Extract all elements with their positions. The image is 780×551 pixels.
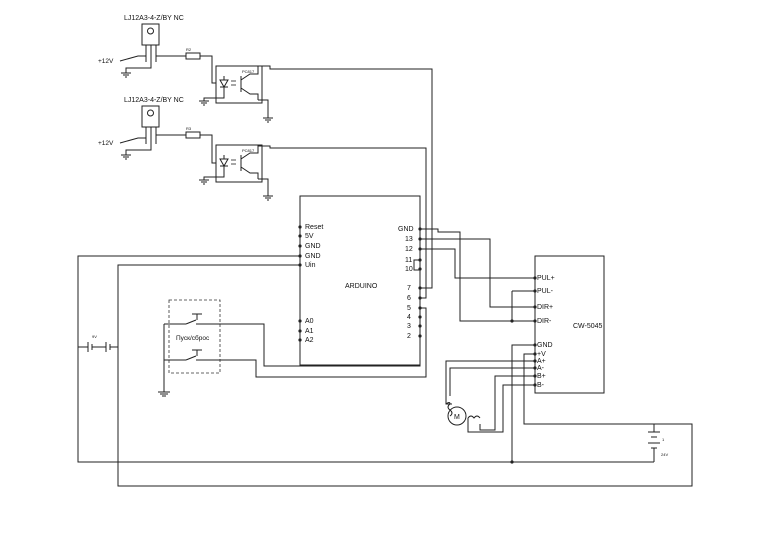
- arduino-pin-a0: A0: [305, 318, 314, 325]
- arduino-pin-reset: Reset: [305, 224, 323, 231]
- resistor-r3-label: R3: [186, 126, 192, 131]
- sensor-1-supply-label: +12V: [98, 58, 114, 65]
- start-reset-button: Пуск/сброс: [164, 299, 226, 374]
- arduino-pin-3: 3: [407, 323, 411, 330]
- resistor-r2-label: R2: [186, 47, 192, 52]
- arduino-pin-gnd-1: GND: [305, 243, 321, 250]
- driver-pin-b-minus: B-: [537, 382, 545, 389]
- optocoupler-1: PC817: [199, 65, 273, 123]
- optocoupler-1-label: PC817: [242, 69, 255, 74]
- arduino-pin-a2: A2: [305, 337, 314, 344]
- resistor-r3: [185, 131, 201, 139]
- driver-pin-dir-minus: DIR-: [537, 318, 552, 325]
- driver-pin-b-plus: B+: [537, 373, 546, 380]
- arduino-pin-2: 2: [407, 333, 411, 340]
- sensor-2-hole: [147, 109, 154, 117]
- arduino-pin-4: 4: [407, 314, 411, 321]
- arduino-pin-6: 6: [407, 295, 411, 302]
- svg-text:1: 1: [662, 437, 665, 442]
- arduino-pin-uin: Uin: [305, 262, 316, 269]
- driver-pin-dir-plus: DIR+: [537, 304, 553, 311]
- arduino-pin-5: 5: [407, 305, 411, 312]
- stepper-driver: CW-5045 PUL+ PUL- DIR+ DIR- GND +V A+ A-…: [533, 255, 605, 394]
- arduino-pin-11: 11: [405, 257, 412, 264]
- battery-9v: 9V: [78, 334, 118, 352]
- motor-coil-a-icon: [445, 402, 453, 417]
- optocoupler-2: PC817: [199, 144, 273, 201]
- driver-title: CW-5045: [573, 323, 603, 330]
- arduino-pin-a1: A1: [305, 328, 314, 335]
- arduino-pin-13: 13: [405, 236, 413, 243]
- arduino-pin-gnd-r: GND: [398, 226, 414, 233]
- driver-pin-pul-minus: PUL-: [537, 288, 554, 295]
- battery-24v: 1 24V: [648, 431, 668, 462]
- battery-24v-label: 24V: [661, 452, 668, 457]
- sensor-1-label: LJ12A3-4-Z/BY NC: [124, 15, 184, 22]
- optocoupler-2-label: PC817: [242, 148, 255, 153]
- sensor-1-hole: [147, 27, 154, 35]
- driver-pin-gnd: GND: [537, 342, 553, 349]
- sensor-2-supply-label: +12V: [98, 140, 114, 147]
- driver-pin-pul-plus: PUL+: [537, 275, 555, 282]
- resistor-r2: [185, 52, 201, 60]
- arduino-pin-gnd-2: GND: [305, 253, 321, 260]
- sensor-2: LJ12A3-4-Z/BY NC +12V R3: [98, 97, 216, 164]
- arduino-board: ARDUINO Reset 5V GND GND Uin A0 A1 A2 GN…: [298, 195, 422, 366]
- arduino-pin-5v: 5V: [305, 233, 314, 240]
- arduino-title: ARDUINO: [345, 283, 378, 290]
- motor-icon: [447, 406, 467, 426]
- driver-pin-v-plus: +V: [537, 351, 546, 358]
- arduino-pin-12: 12: [405, 246, 413, 253]
- stepper-motor: M: [445, 402, 481, 426]
- driver-pin-a-plus: A+: [537, 358, 546, 365]
- arduino-pin-10: 10: [405, 266, 413, 273]
- sensor-2-label: LJ12A3-4-Z/BY NC: [124, 97, 184, 104]
- button-label: Пуск/сброс: [176, 334, 210, 342]
- sensor-1: LJ12A3-4-Z/BY NC +12V R2: [98, 15, 216, 84]
- arduino-pin-7: 7: [407, 285, 411, 292]
- driver-pin-a-minus: A-: [537, 365, 545, 372]
- motor-label: M: [454, 414, 460, 421]
- motor-coil-b-icon: [467, 415, 481, 419]
- battery-9v-label: 9V: [92, 334, 97, 339]
